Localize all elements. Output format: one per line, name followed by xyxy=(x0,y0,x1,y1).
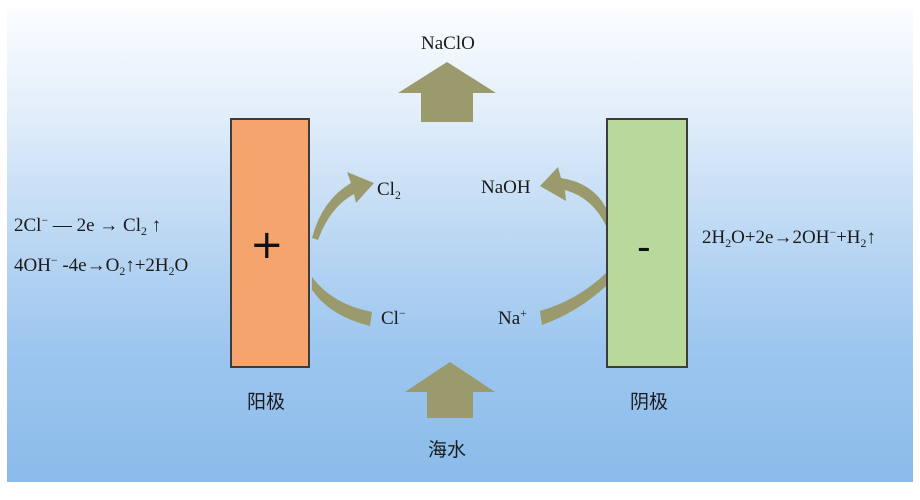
naoh-label: NaOH xyxy=(481,177,531,198)
cathode-sign: - xyxy=(637,225,651,269)
product-label: NaClO xyxy=(421,33,475,54)
anode-sign: + xyxy=(250,222,284,268)
anode-reaction-2: 4OH− -4e→O2↑+2H2O xyxy=(14,253,189,279)
anode-electrode xyxy=(230,118,310,368)
cl-minus-label: Cl− xyxy=(381,306,406,329)
cathode-electrode xyxy=(606,118,688,368)
cathode-reaction: 2H2O+2e→2OH−+H2↑ xyxy=(702,225,876,251)
anode-reaction-1: 2Cl− — 2e → Cl2 ↑ xyxy=(14,213,162,239)
input-label: 海水 xyxy=(428,440,467,461)
anode-label: 阳极 xyxy=(247,392,286,413)
cathode-label: 阴极 xyxy=(630,392,669,413)
cl2-label: Cl2 xyxy=(377,179,401,203)
curved-arrow-to-cl2 xyxy=(312,172,374,240)
up-arrow-bottom xyxy=(405,362,495,418)
curved-arrow-from-na xyxy=(540,273,606,325)
na-plus-label: Na+ xyxy=(498,306,527,329)
curved-arrow-from-cl xyxy=(312,277,372,326)
curved-arrow-to-naoh xyxy=(540,167,606,226)
up-arrow-top xyxy=(398,62,496,122)
